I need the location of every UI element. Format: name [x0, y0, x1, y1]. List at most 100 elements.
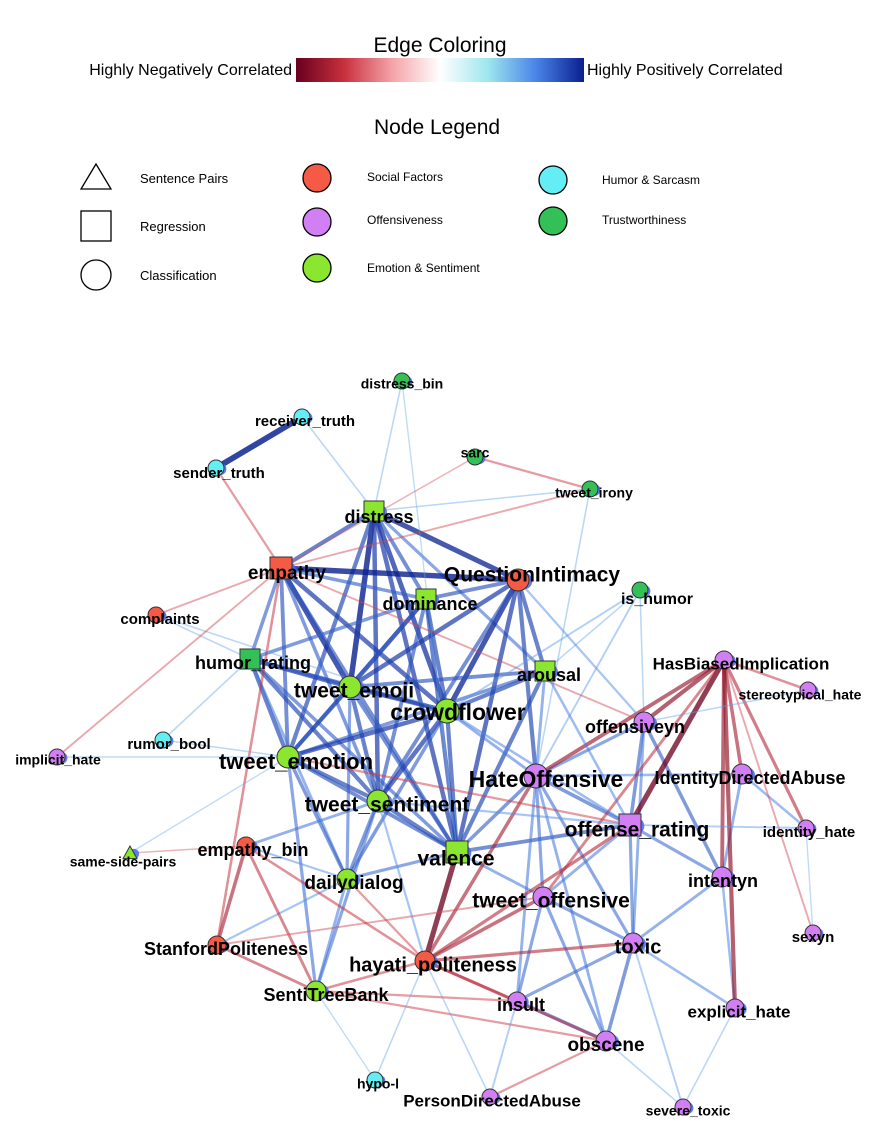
edge-dailydialog-hayati_politeness: [345, 877, 427, 963]
node-label-stereotypical_hate: stereotypical_hate: [739, 687, 862, 703]
edge-rumor_bool-humor_rating: [162, 658, 251, 741]
edge-is_humor-crowdflower: [446, 589, 641, 712]
edge-toxic-insult: [515, 941, 635, 1003]
node-label-PersonDirectedAbuse: PersonDirectedAbuse: [403, 1091, 581, 1110]
node-label-complaints: complaints: [120, 611, 199, 628]
legend-swatch-emotion-sentiment: [302, 253, 332, 283]
node-label-receiver_truth: receiver_truth: [255, 413, 355, 430]
edge-SentiTreeBank-obscene: [314, 989, 608, 1043]
edge-hayati_politeness-HateOffensive: [423, 774, 538, 963]
edge-legend-negative-label: Highly Negatively Correlated: [89, 62, 292, 79]
edge-insult-PersonDirectedAbuse: [489, 1000, 518, 1098]
edge-distress-dominance: [372, 509, 428, 601]
node-label-dailydialog: dailydialog: [304, 873, 403, 894]
edge-empathy_bin-hayati_politeness: [244, 844, 427, 963]
edge-complaints-humor_rating: [155, 614, 251, 660]
edge-same-side-pairs-tweet_emotion: [129, 756, 289, 854]
edge-HasBiasedImplication-HateOffensive: [534, 658, 726, 778]
node-toxic: [622, 932, 644, 954]
edge-hayati_politeness-tweet_sentiment: [376, 799, 427, 963]
edge-crowdflower-dailydialog: [345, 709, 449, 881]
edge-empathy-QuestionIntimacy: [278, 565, 521, 583]
node-label-severe_toxic: severe_toxic: [646, 1103, 731, 1119]
edge-valence-HateOffensive: [455, 774, 538, 854]
edge-obscene-PersonDirectedAbuse: [488, 1039, 608, 1099]
node-IdentityDirectedAbuse: [731, 763, 753, 785]
edge-same-side-pairs-empathy_bin: [129, 845, 247, 854]
edge-sender_truth-receiver_truth: [213, 414, 305, 471]
node-arousal: [534, 660, 556, 682]
edge-tweet_irony-empathy: [280, 488, 591, 569]
edge-receiver_truth-distress: [301, 416, 375, 512]
edge-HasBiasedImplication-stereotypical_hate: [722, 658, 810, 692]
node-sarc: [466, 448, 484, 466]
legend-cat-emotion-sentiment: Emotion & Sentiment: [367, 261, 480, 275]
node-label-sarc: sarc: [461, 445, 490, 461]
node-label-toxic: toxic: [615, 936, 662, 958]
edge-tweet_offensive-toxic: [541, 895, 635, 945]
node-tweet_emotion: [276, 745, 300, 769]
edge-HateOffensive-tweet_offensive: [534, 774, 545, 899]
edge-crowdflower-HateOffensive: [445, 709, 538, 778]
node-label-dominance: dominance: [382, 594, 477, 614]
legend-swatch-humor-sarcasm: [538, 165, 568, 195]
node-empathy_bin: [236, 836, 256, 856]
legend-cat-social-factors: Social Factors: [367, 170, 443, 184]
square-shape-icon: [80, 210, 112, 242]
node-rumor_bool: [154, 731, 172, 749]
edge-is_humor-HateOffensive: [535, 589, 641, 777]
edge-HateOffensive-toxic: [534, 774, 635, 945]
node-label-IdentityDirectedAbuse: IdentityDirectedAbuse: [654, 768, 845, 788]
node-intentyn: [711, 866, 733, 888]
edge-is_humor-arousal: [544, 589, 641, 672]
edge-empathy-tweet_emotion: [279, 566, 290, 759]
edge-empathy-offensiveyn: [280, 567, 645, 723]
node-sender_truth: [207, 459, 225, 477]
edge-rumor_bool-tweet_emotion: [162, 739, 289, 758]
node-label-distress: distress: [344, 507, 413, 527]
edge-tweet_emoji-arousal: [348, 669, 547, 689]
node-label-hypo-l: hypo-l: [357, 1076, 399, 1092]
node-identity_hate: [797, 819, 815, 837]
edge-implicit_hate-empathy: [56, 567, 282, 758]
edge-legend: Edge Coloring Highly Negatively Correlat…: [89, 34, 783, 82]
edge-HasBiasedImplication-offense_rating: [627, 657, 727, 828]
node-label-arousal: arousal: [517, 665, 581, 685]
legend-cat-humor-sarcasm: Humor & Sarcasm: [602, 173, 700, 187]
edge-hayati_politeness-toxic: [423, 941, 635, 963]
node-distress: [363, 500, 385, 522]
edge-valence-offense_rating: [455, 823, 632, 854]
edge-hypo-l-SentiTreeBank: [315, 990, 376, 1081]
edge-HateOffensive-offense_rating: [534, 774, 632, 827]
edge-arousal-offense_rating: [543, 669, 632, 827]
node-legend: Node Legend Sentence Pairs Regression Cl…: [79, 116, 700, 291]
edge-tweet_sentiment-valence: [375, 798, 460, 855]
node-label-insult: insult: [497, 995, 545, 1015]
edge-tweet_emoji-crowdflower: [347, 684, 450, 714]
edge-humor_rating-valence: [248, 657, 459, 854]
edge-hayati_politeness-offense_rating: [423, 823, 632, 963]
edge-is_humor-offensiveyn: [639, 589, 645, 723]
node-tweet_emoji: [338, 675, 362, 699]
node-humor_rating: [239, 648, 261, 670]
edge-HasBiasedImplication-IdentityDirectedAbuse: [722, 658, 744, 776]
edge-distress_bin-valence: [401, 380, 458, 853]
edge-dailydialog-SentiTreeBank: [314, 877, 349, 993]
node-complaints: [147, 606, 165, 624]
node-tweet_offensive: [532, 886, 554, 908]
node-label-sexyn: sexyn: [792, 929, 835, 946]
edge-sender_truth-empathy: [214, 466, 283, 570]
edge-dominance-humor_rating: [248, 597, 428, 661]
edge-tweet_sentiment-empathy_bin: [244, 799, 380, 848]
node-label-StanfordPoliteness: StanfordPoliteness: [144, 939, 308, 959]
edge-empathy_bin-dailydialog: [244, 844, 349, 881]
edge-empathy_bin-SentiTreeBank: [244, 844, 318, 993]
node-obscene: [595, 1030, 617, 1052]
edge-empathy-dominance: [279, 566, 428, 601]
edge-complaints-crowdflower: [155, 614, 448, 712]
circle-shape-icon: [80, 259, 112, 291]
node-implicit_hate: [48, 748, 66, 766]
edge-HateOffensive-IdentityDirectedAbuse: [534, 772, 744, 778]
